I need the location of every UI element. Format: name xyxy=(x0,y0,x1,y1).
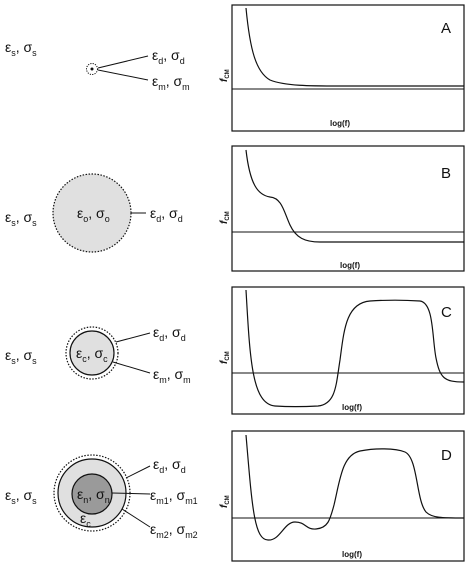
leader-a-1 xyxy=(97,55,149,69)
ylabel-c: fCM xyxy=(219,351,231,364)
ylabel-d: fCM xyxy=(219,495,231,508)
curve-b xyxy=(245,149,464,243)
plot-box-b xyxy=(231,145,465,272)
panel-letter-b: B xyxy=(441,165,451,182)
xlabel-d: log(f) xyxy=(342,550,362,559)
plot-box-a xyxy=(231,4,465,132)
inner2-label-d: εc xyxy=(80,510,91,529)
inner-label-d: εn, σn xyxy=(77,486,110,505)
inner-label-c: εc, σc xyxy=(76,345,108,364)
leader-d-1 xyxy=(125,465,151,479)
curve-d xyxy=(245,434,465,541)
panel-d: εs, σs εn, σn εc εd, σd εm1, σm1 εm2, σm… xyxy=(5,430,465,562)
leader-a-2 xyxy=(97,69,149,81)
curve-c xyxy=(245,289,465,408)
plot-box-d xyxy=(231,430,465,562)
xlabel-c: log(f) xyxy=(342,403,362,412)
medium-label-d: εs, σs xyxy=(5,487,37,506)
panel-letter-c: C xyxy=(441,304,452,321)
leader-c-1 xyxy=(115,332,151,343)
label-d-d: εd, σd xyxy=(153,456,186,475)
particle-c-membrane xyxy=(69,330,115,376)
xlabel-a: log(f) xyxy=(330,119,350,128)
panel-b: εs, σs εo, σo εd, σd B log(f) fCM xyxy=(5,145,465,272)
label-d-m1: εm1, σm1 xyxy=(150,487,198,506)
panel-c: εs, σs εc, σc εd, σd εm, σm C log(f) fCM xyxy=(5,286,465,415)
xlabel-b: log(f) xyxy=(340,261,360,270)
label-b-d: εd, σd xyxy=(150,205,183,224)
medium-label-a: εs, σs xyxy=(5,39,37,58)
label-d-m2: εm2, σm2 xyxy=(150,521,198,540)
label-c-d: εd, σd xyxy=(153,324,186,343)
ylabel-b: fCM xyxy=(219,211,231,224)
panel-letter-d: D xyxy=(441,447,452,464)
medium-label-b: εs, σs xyxy=(5,209,37,228)
ylabel-a: fCM xyxy=(219,69,231,82)
particle-d-nucleus xyxy=(71,473,113,515)
medium-label-c: εs, σs xyxy=(5,347,37,366)
label-c-m: εm, σm xyxy=(153,366,191,385)
leader-d-3 xyxy=(121,508,151,528)
leader-d-2 xyxy=(111,492,151,495)
label-a-m: εm, σm xyxy=(152,73,190,92)
label-a-d: εd, σd xyxy=(152,47,185,66)
panel-letter-a: A xyxy=(441,20,451,37)
plot-box-c xyxy=(231,286,465,415)
particle-a-core xyxy=(90,67,94,71)
leader-c-2 xyxy=(112,361,151,374)
inner-label-b: εo, σo xyxy=(77,205,110,224)
curve-a xyxy=(245,7,464,87)
panel-a: εs, σs εd, σd εm, σm A log(f) fCM xyxy=(5,4,465,132)
